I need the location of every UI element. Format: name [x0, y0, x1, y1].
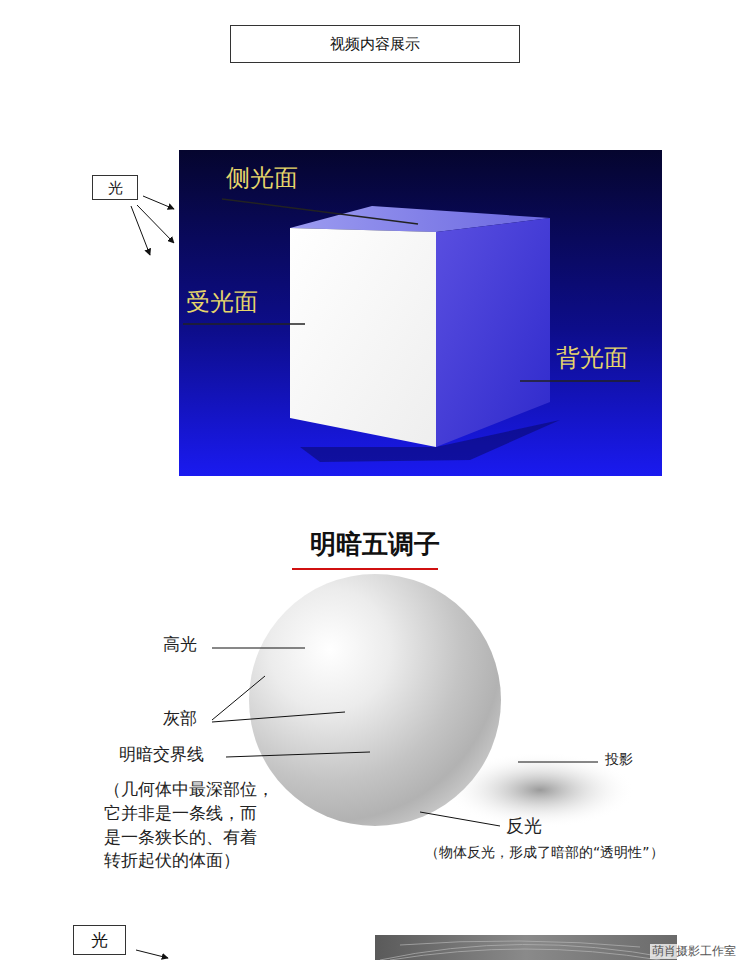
tone-label: 高光 [163, 634, 197, 655]
node-text: 光 [91, 930, 108, 950]
tone-label: 明暗交界线 [119, 744, 204, 765]
note-text: （几何体中最深部位， 它并非是一条线，而 是一条狭长的、有着 转折起伏的体面） [104, 778, 299, 873]
tone-label: 反光 [506, 815, 542, 838]
light-box: 光 [73, 925, 126, 955]
face-label: 侧光面 [226, 163, 298, 193]
watermark: 萌肖摄影工作室 [650, 944, 738, 959]
tone-label: 明暗交界线 [119, 744, 204, 765]
node-text: 视频内容展示 [330, 35, 420, 53]
light-arrow [136, 950, 168, 958]
tone-label: 反光 [506, 815, 542, 838]
tone-label: 高光 [163, 634, 197, 655]
watermark: 萌肖摄影工作室 [650, 944, 738, 959]
tone-label: 投影 [605, 751, 633, 769]
node-text: 光 [108, 179, 123, 197]
title: 明暗五调子 [0, 528, 750, 562]
face-label: 背光面 [556, 343, 628, 373]
tone-label: 灰部 [163, 708, 197, 729]
heading-box: 视频内容展示 [230, 25, 520, 63]
face-label: 背光面 [556, 343, 628, 373]
tone-label: 投影 [605, 751, 633, 769]
face-label: 受光面 [186, 287, 258, 317]
title-underline [292, 568, 438, 570]
light-box: 光 [92, 175, 138, 200]
cube-illustration [179, 150, 662, 476]
face-label: 侧光面 [226, 163, 298, 193]
photo-strip [375, 935, 677, 960]
sphere-illustration [212, 574, 635, 828]
note-text: （物体反光，形成了暗部的“透明性”） [425, 844, 664, 862]
light-arrows [131, 196, 174, 255]
face-label: 受光面 [186, 287, 258, 317]
tone-label: 灰部 [163, 708, 197, 729]
note-text: （几何体中最深部位， 它并非是一条线，而 是一条狭长的、有着 转折起伏的体面） [104, 778, 299, 873]
note-text: （物体反光，形成了暗部的“透明性”） [425, 844, 664, 862]
